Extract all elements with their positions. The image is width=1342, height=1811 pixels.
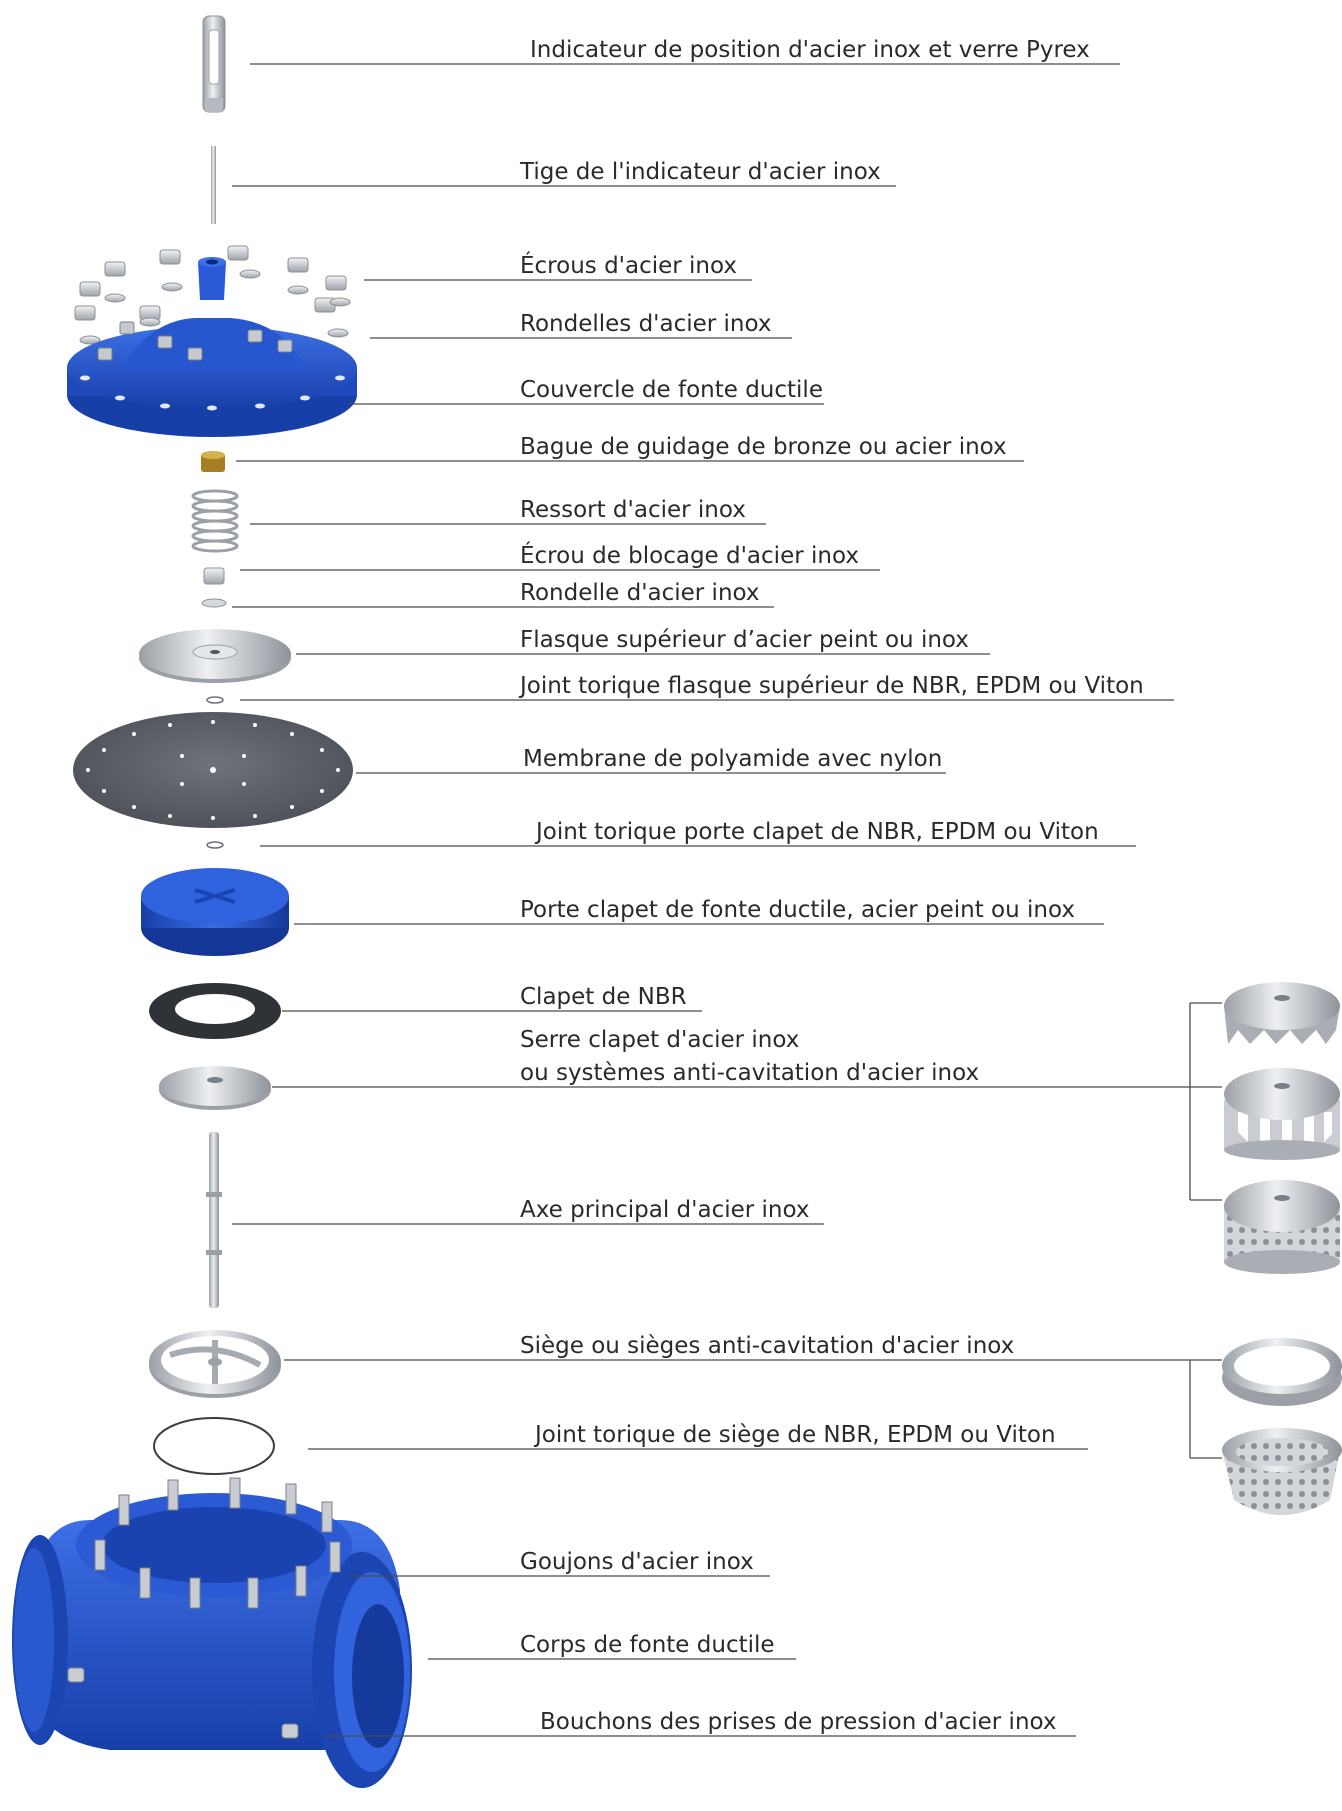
label-goujons: Goujons d'acier inox — [520, 1549, 754, 1575]
nuts-washers-part — [74, 245, 351, 345]
label-clapet: Clapet de NBR — [520, 984, 687, 1010]
seat-part — [149, 1330, 281, 1398]
lock-nut-part — [203, 567, 225, 585]
valve-carrier-part — [141, 868, 289, 956]
label-siege: Siège ou sièges anti-cavitation d'acier … — [520, 1333, 1015, 1359]
label-joint-siege: Joint torique de siège de NBR, EPDM ou V… — [535, 1422, 1056, 1448]
label-membrane: Membrane de polyamide avec nylon — [523, 746, 943, 772]
anti-cavitation-retainer-3 — [1224, 1180, 1340, 1274]
label-axe: Axe principal d'acier inox — [520, 1197, 810, 1223]
spring-part — [191, 489, 239, 553]
label-tige: Tige de l'indicateur d'acier inox — [520, 159, 881, 185]
position-indicator-part — [202, 15, 226, 113]
label-rondelle: Rondelle d'acier inox — [520, 580, 760, 606]
label-indicateur: Indicateur de position d'acier inox et v… — [530, 37, 1090, 63]
label-corps: Corps de fonte ductile — [520, 1632, 775, 1658]
label-ecrou-blocage: Écrou de blocage d'acier inox — [520, 543, 859, 569]
label-flasque: Flasque supérieur d’acier peint ou inox — [520, 627, 969, 653]
rubber-disc-part — [149, 983, 281, 1039]
cover-part — [67, 257, 357, 437]
indicator-stem-part — [211, 146, 216, 224]
upper-flange-part — [139, 629, 291, 683]
anti-cavitation-seat-2 — [1222, 1428, 1342, 1515]
disc-retainer-part — [159, 1066, 271, 1110]
membrane-part — [73, 712, 353, 828]
label-bague: Bague de guidage de bronze ou acier inox — [520, 434, 1007, 460]
guide-bushing-part — [201, 451, 225, 472]
seat-o-ring-part — [153, 1417, 275, 1475]
label-rondelles: Rondelles d'acier inox — [520, 311, 772, 337]
label-serre-clapet-alt: ou systèmes anti-cavitation d'acier inox — [520, 1060, 980, 1086]
anti-cavitation-seat-1 — [1222, 1338, 1342, 1406]
leader-lines — [232, 63, 1222, 1737]
body-part — [12, 1477, 412, 1788]
label-porte-clapet: Porte clapet de fonte ductile, acier pei… — [520, 897, 1075, 923]
label-bouchons: Bouchons des prises de pression d'acier … — [540, 1709, 1057, 1735]
anti-cavitation-retainer-1 — [1224, 982, 1340, 1044]
label-ecrous: Écrous d'acier inox — [520, 253, 737, 279]
label-serre-clapet: Serre clapet d'acier inox — [520, 1027, 800, 1053]
label-couvercle: Couvercle de fonte ductile — [520, 377, 823, 403]
anti-cavitation-retainer-2 — [1224, 1068, 1340, 1160]
label-ressort: Ressort d'acier inox — [520, 497, 746, 523]
main-shaft-part — [206, 1132, 222, 1308]
o-ring-carrier-part — [206, 841, 224, 849]
o-ring-flange-part — [206, 696, 224, 704]
washer-part — [201, 598, 227, 608]
label-joint-flasque: Joint torique flasque supérieur de NBR, … — [520, 673, 1144, 699]
label-joint-porte-clapet: Joint torique porte clapet de NBR, EPDM … — [536, 819, 1099, 845]
